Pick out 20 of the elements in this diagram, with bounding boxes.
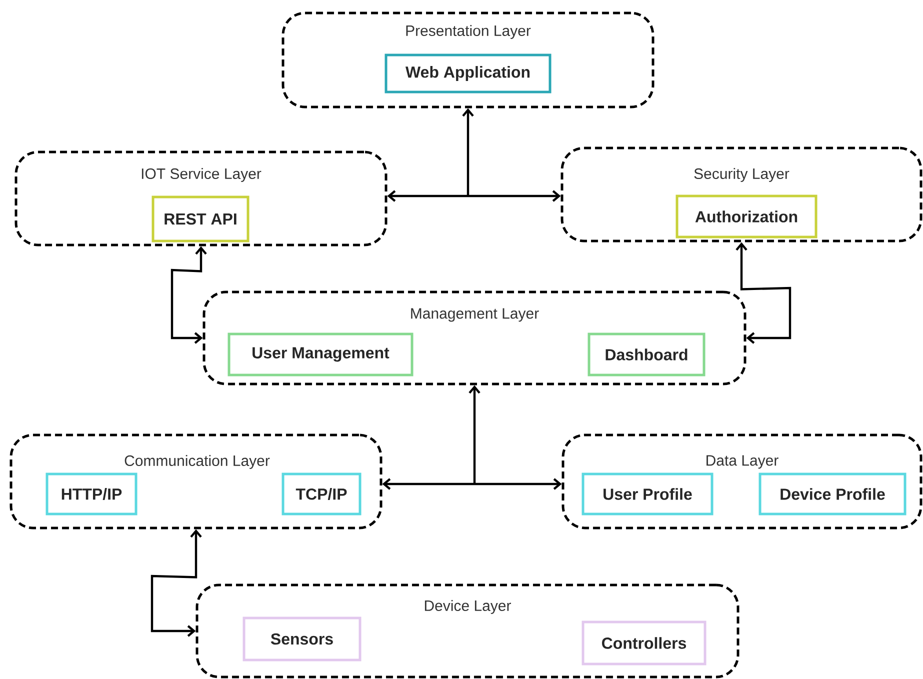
arrow	[474, 478, 562, 490]
arrow	[462, 108, 474, 196]
component-box: HTTP/IP	[46, 472, 138, 516]
arrow	[170, 246, 207, 344]
component-box: Dashboard	[588, 332, 706, 376]
component-box: Web Application	[384, 54, 552, 94]
component-box: User Profile	[582, 472, 714, 516]
arrow	[150, 529, 202, 637]
component-box: TCP/IP	[282, 472, 362, 516]
arrow	[736, 242, 792, 344]
component-box: Controllers	[582, 620, 706, 666]
arrow	[468, 190, 561, 202]
component-box: Authorization	[676, 194, 818, 238]
component-box: Sensors	[242, 616, 362, 662]
arrow	[387, 190, 468, 202]
component-box: User Management	[228, 332, 414, 376]
component-box: Device Profile	[758, 472, 906, 516]
component-box: REST API	[152, 196, 250, 242]
arrow	[468, 385, 480, 484]
arrow	[382, 478, 474, 490]
